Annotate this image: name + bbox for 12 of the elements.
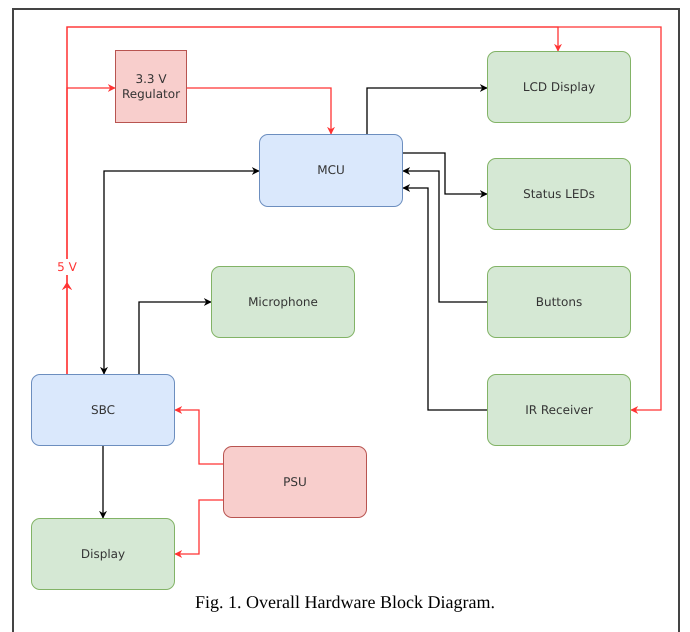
block-box: MCU: [259, 134, 403, 207]
block-box: LCD Display: [487, 51, 631, 123]
figure-caption: Fig. 1. Overall Hardware Block Diagram.: [194, 592, 496, 613]
block-box: PSU: [223, 446, 367, 518]
edge-label: 5 V: [55, 259, 79, 275]
block-box: Buttons: [487, 266, 631, 338]
block-box: Status LEDs: [487, 158, 631, 230]
block-box: Display: [31, 518, 175, 590]
block-box: SBC: [31, 374, 175, 446]
regulator-box: 3.3 V Regulator: [115, 50, 187, 123]
block-box: IR Receiver: [487, 374, 631, 446]
block-box: Microphone: [211, 266, 355, 338]
